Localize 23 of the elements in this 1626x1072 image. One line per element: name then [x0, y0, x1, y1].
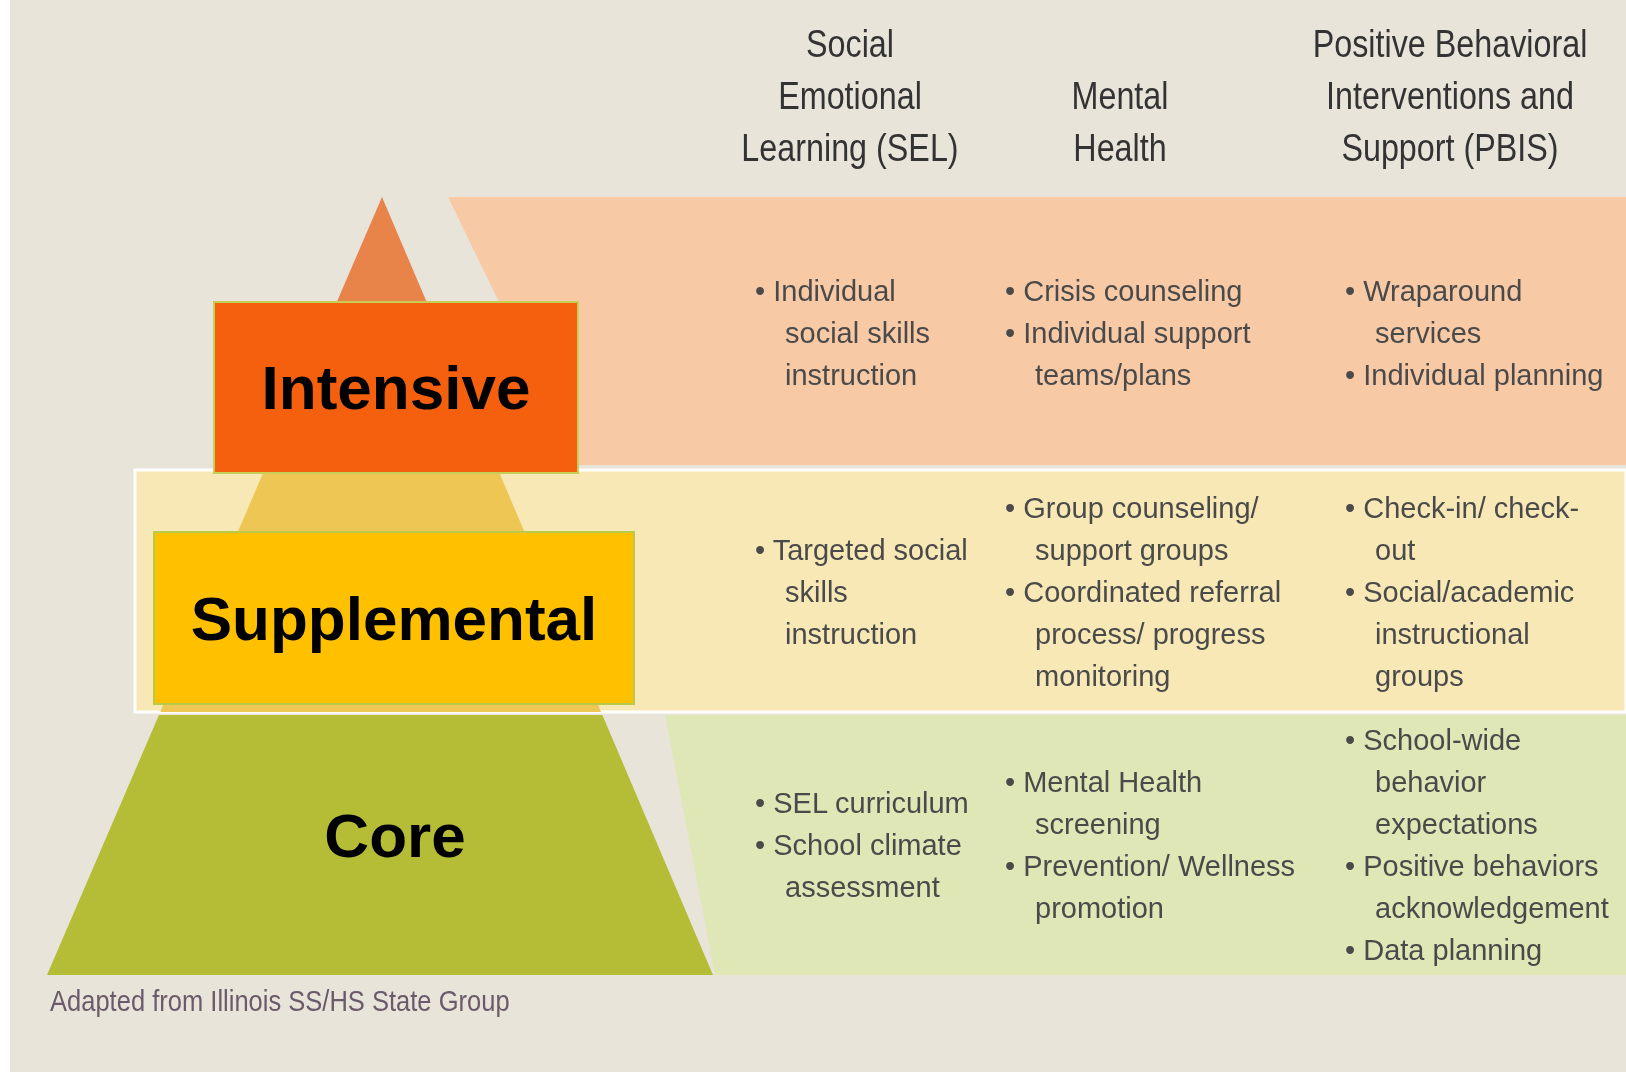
bullet-item: • Social/academic instructional groups [1345, 575, 1576, 694]
column-header: Social Emotional Learning (SEL) [740, 22, 960, 171]
bullet-item: • Targeted social skills instruction [755, 533, 969, 652]
bullet-item: • School-wide behavior expectations [1345, 723, 1539, 842]
tier-label: Intensive [213, 301, 579, 474]
bullet-item: • SEL curriculum [755, 786, 970, 821]
column-header: Positive Behavioral Interventions and Support (PBIS) [1311, 22, 1589, 171]
bullet-item: • Group counseling/ support groups [1005, 491, 1260, 568]
bullet-item: • Check-in/ check-out [1345, 491, 1581, 568]
bullet-item: • Mental Health screening [1005, 765, 1204, 842]
bullet-item: • Data planning [1345, 933, 1544, 968]
bullet-item: • Wraparound services [1345, 273, 1524, 351]
bullet-item: • School climate assessment [755, 828, 963, 905]
bullet-item: • Individual planning [1345, 357, 1605, 393]
bullet-item: • Crisis counseling [1005, 273, 1244, 309]
bullet-item: • Coordinated referral process/ progress monitoring [1005, 575, 1283, 694]
bullet-item: • Individual social skills instruction [755, 273, 932, 393]
bullet-item: • Positive behaviors acknowledgement [1345, 849, 1610, 926]
column-header: Mental Health [1070, 74, 1170, 171]
caption: Adapted from Illinois SS/HS State Group [50, 985, 510, 1018]
bullet-item: • Individual support teams/plans [1005, 315, 1252, 393]
bullet-item: • Prevention/ Wellness promotion [1005, 849, 1297, 926]
tier-label: Supplemental [153, 531, 635, 705]
